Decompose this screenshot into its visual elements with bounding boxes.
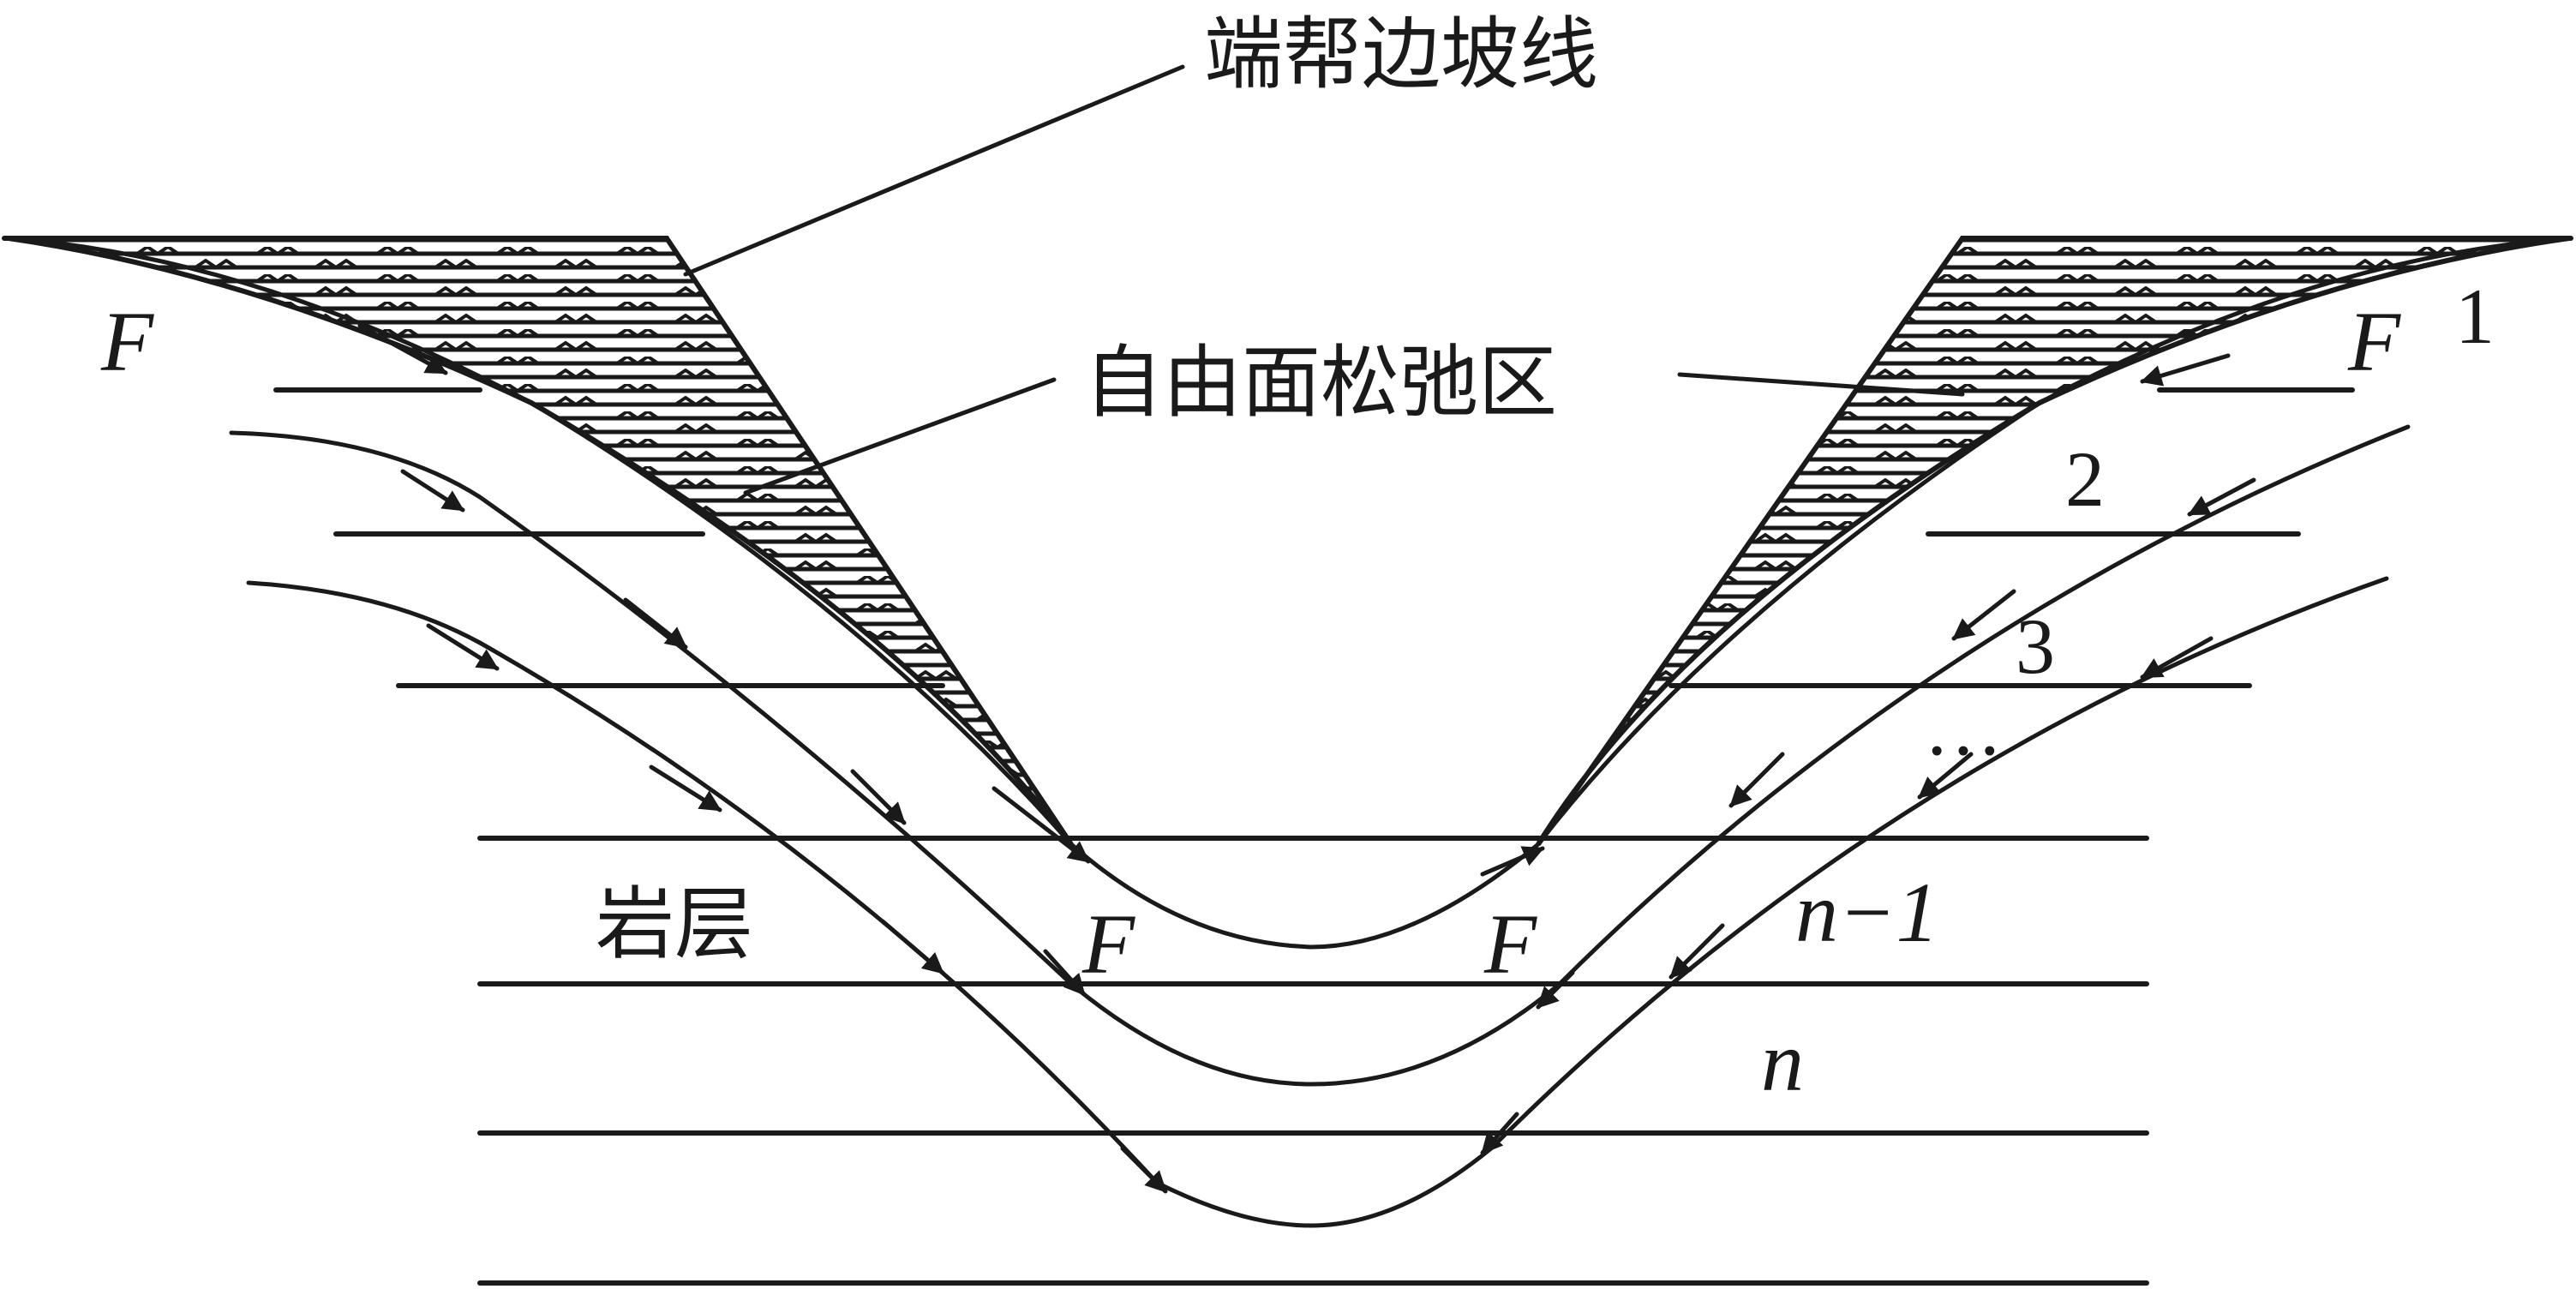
- arrow-c3-3: [880, 919, 945, 975]
- arrow-c2-6: [1728, 752, 1785, 808]
- arrow-c1-1: [357, 323, 448, 375]
- label-layer-3: 3: [2016, 603, 2055, 690]
- arrow-c1-2: [991, 786, 1091, 864]
- arrow-c3-4: [1120, 1146, 1168, 1194]
- arrow-c2-5: [1536, 970, 1575, 1010]
- label-force-left-top: F: [100, 294, 154, 389]
- label-relax-zone: 自由面松弛区: [1084, 337, 1557, 429]
- arrow-c3-2: [649, 764, 722, 812]
- arrow-c1-3: [1480, 846, 1545, 877]
- label-layer-n-minus-1: n−1: [1795, 865, 1938, 960]
- leader-relax-zone-left: [743, 377, 1057, 495]
- leader-relax-zone-right: [1677, 372, 1965, 397]
- arrow-c2-1: [400, 469, 465, 513]
- arrow-c3-8: [2140, 636, 2214, 680]
- arrow-c2-8: [2187, 477, 2256, 517]
- stress-curve-2: [229, 424, 2411, 1087]
- label-force-right-top: F: [2347, 294, 2401, 389]
- arrow-c1-4: [2140, 353, 2231, 387]
- arrow-c2-7: [1951, 589, 2016, 641]
- leader-slope-line: [683, 64, 1185, 277]
- arrow-c2-2: [623, 597, 688, 650]
- relax-zone-right: [1536, 236, 2570, 846]
- arrow-c2-4: [1043, 949, 1087, 997]
- label-layer-2: 2: [2065, 435, 2105, 523]
- label-layer-n: n: [1761, 1014, 1804, 1109]
- stress-curve-1: [6, 236, 2572, 950]
- arrow-c3-1: [426, 623, 500, 671]
- label-force-left-bottom: F: [1081, 896, 1135, 992]
- label-layer-1: 1: [2455, 273, 2495, 360]
- stress-curve-3: [246, 576, 2389, 1228]
- label-layer-ellipsis: …: [1924, 684, 2003, 771]
- arrow-c3-6: [1668, 923, 1725, 980]
- arrow-c3-5: [1480, 1112, 1519, 1155]
- label-force-right-bottom: F: [1483, 896, 1537, 992]
- label-rock-layer: 岩层: [596, 878, 753, 970]
- arrow-c3-7: [1917, 752, 1974, 800]
- label-slope-line: 端帮边坡线: [1204, 9, 1598, 100]
- arrow-c2-3: [850, 769, 907, 825]
